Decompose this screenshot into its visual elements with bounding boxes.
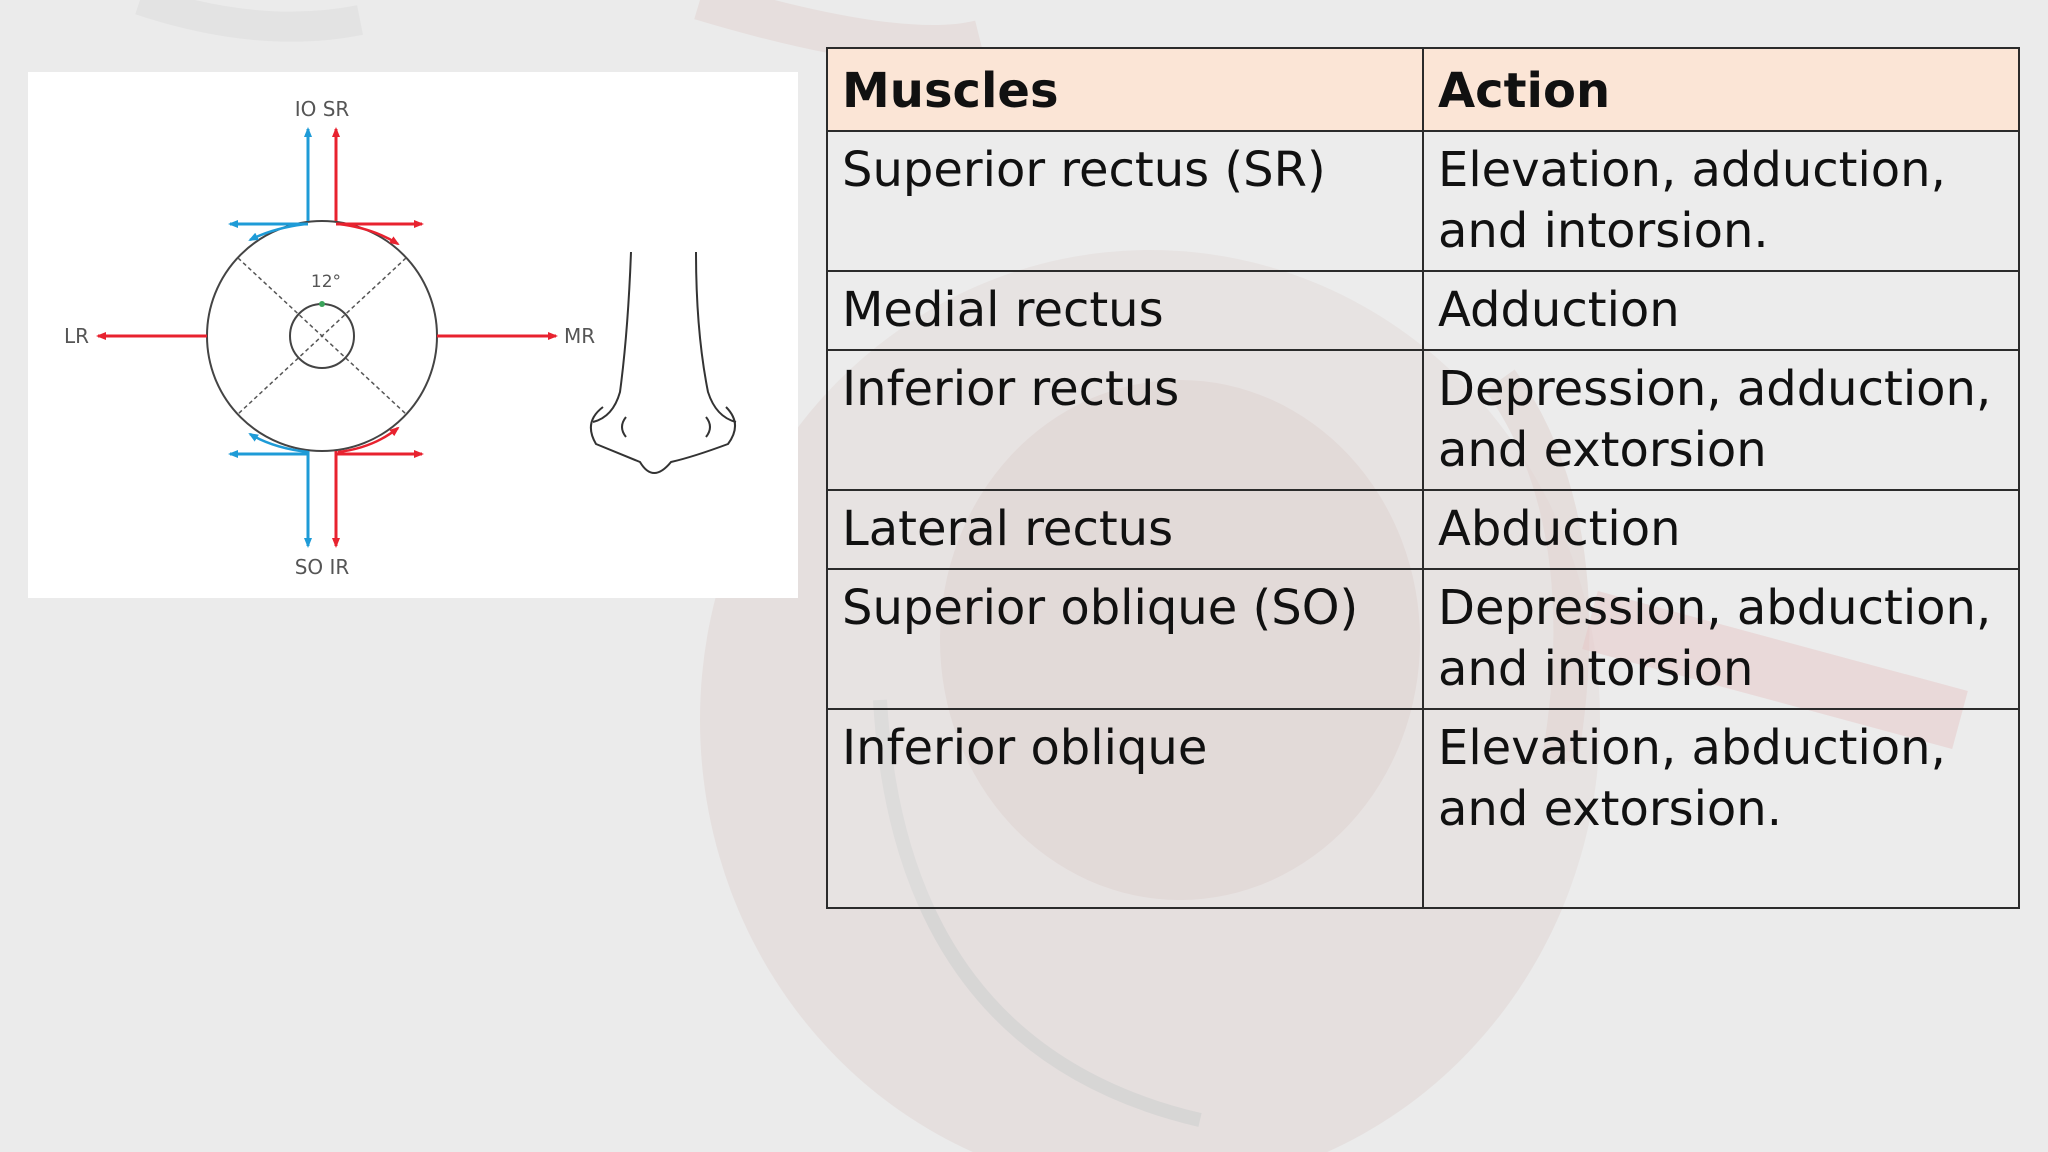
action-cell: Abduction xyxy=(1422,489,2020,570)
muscle-cell: Inferior oblique xyxy=(826,708,1424,909)
label-io-sr: IO SR xyxy=(295,97,350,121)
table-row: Inferior rectus Depression, adduction, a… xyxy=(826,349,2020,491)
table-row: Superior rectus (SR) Elevation, adductio… xyxy=(826,130,2020,272)
header-muscles: Muscles xyxy=(826,47,1424,132)
eye-muscle-diagram: IO SR SO IR LR MR 12° xyxy=(28,72,798,598)
table-row: Medial rectus Adduction xyxy=(826,270,2020,351)
muscle-cell: Superior oblique (SO) xyxy=(826,568,1424,710)
header-action: Action xyxy=(1422,47,2020,132)
action-cell: Adduction xyxy=(1422,270,2020,351)
muscle-cell: Medial rectus xyxy=(826,270,1424,351)
action-cell: Elevation, abduction, and extorsion. xyxy=(1422,708,2020,909)
label-lr: LR xyxy=(64,324,89,348)
muscle-action-table: Muscles Action Superior rectus (SR) Elev… xyxy=(826,47,2020,909)
table-row: Superior oblique (SO) Depression, abduct… xyxy=(826,568,2020,710)
muscle-cell: Superior rectus (SR) xyxy=(826,130,1424,272)
table-header-row: Muscles Action xyxy=(826,47,2020,132)
muscle-cell: Inferior rectus xyxy=(826,349,1424,491)
table-row: Lateral rectus Abduction xyxy=(826,489,2020,570)
table-row: Inferior oblique Elevation, abduction, a… xyxy=(826,708,2020,909)
action-cell: Depression, abduction, and intorsion xyxy=(1422,568,2020,710)
label-angle: 12° xyxy=(311,272,341,292)
action-cell: Depression, adduction, and extorsion xyxy=(1422,349,2020,491)
eye-globe xyxy=(206,220,438,452)
label-so-ir: SO IR xyxy=(295,555,350,579)
nose-icon xyxy=(589,251,737,474)
label-mr: MR xyxy=(564,324,595,348)
action-cell: Elevation, adduction, and intorsion. xyxy=(1422,130,2020,272)
muscle-cell: Lateral rectus xyxy=(826,489,1424,570)
